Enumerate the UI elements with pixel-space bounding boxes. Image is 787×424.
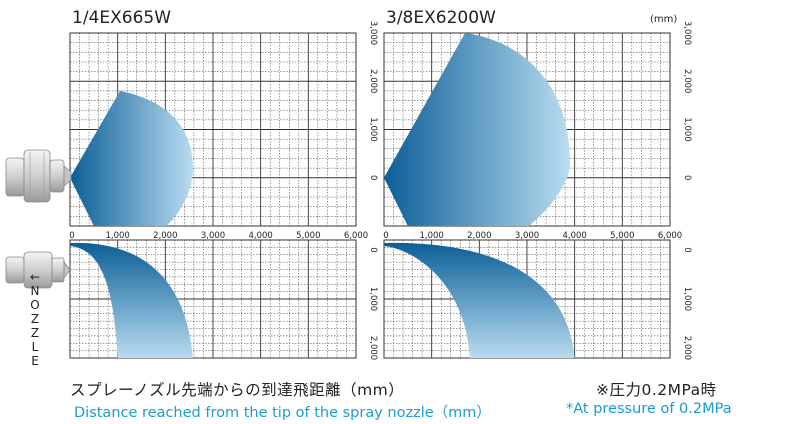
x-tick-label: 2,000 <box>467 231 491 241</box>
x-tick-label: 3,000 <box>515 231 539 241</box>
x-tick-label: 6,000 <box>658 231 682 241</box>
x-tick-label: 5,000 <box>296 231 320 241</box>
x-tick-label: 3,000 <box>201 231 225 241</box>
side-y-tick-label: 3,000 <box>682 21 692 45</box>
side-y-tick-label: 1,000 <box>368 117 378 141</box>
x-tick-label: 1,000 <box>419 231 443 241</box>
front-y-tick-label: 2,000 <box>682 336 692 360</box>
front-y-tick-label: 1,000 <box>682 287 692 311</box>
x-tick-label: 6,000 <box>344 231 368 241</box>
front-y-tick-label: 1,000 <box>368 287 378 311</box>
footer-pressure-jp: ※圧力0.2MPa時 <box>596 381 717 399</box>
x-tick-label: 1,000 <box>105 231 129 241</box>
x-tick-label: 2,000 <box>153 231 177 241</box>
x-tick-label: 0 <box>69 231 74 241</box>
x-tick-label: 4,000 <box>562 231 586 241</box>
side-y-tick-label: 1,000 <box>682 117 692 141</box>
panel-title-left: 1/4EX665W <box>72 8 172 28</box>
footer-distance-jp: スプレーノズル先端からの到達飛距離（mm） <box>70 381 405 399</box>
side-y-tick-label: 3,000 <box>368 21 378 45</box>
side-y-tick-label: 0 <box>368 175 378 180</box>
side-y-tick-label: 0 <box>682 175 692 180</box>
nozzle-side-icon <box>5 149 72 203</box>
front-spray-shape-0 <box>70 242 193 358</box>
footer-pressure-en: *At pressure of 0.2MPa <box>566 401 732 417</box>
x-tick-label: 4,000 <box>248 231 272 241</box>
footer-distance-en: Distance reached from the tip of the spr… <box>74 405 491 421</box>
side-y-tick-label: 2,000 <box>368 69 378 93</box>
nozzle-front-icon <box>5 251 71 289</box>
front-y-tick-label: 2,000 <box>368 336 378 360</box>
front-y-tick-label: 0 <box>682 247 692 252</box>
side-spray-shape-1 <box>384 33 570 226</box>
x-tick-label: 0 <box>383 231 388 241</box>
side-y-tick-label: 2,000 <box>682 69 692 93</box>
front-y-tick-label: 0 <box>368 247 378 252</box>
front-spray-shape-1 <box>384 242 575 358</box>
arrow-left-icon: ← <box>29 270 41 284</box>
nozzle-direction-label: ← N O Z Z L E <box>29 270 41 368</box>
x-tick-label: 5,000 <box>610 231 634 241</box>
side-spray-shape-0 <box>70 90 193 227</box>
unit-label: (mm) <box>650 14 678 25</box>
panel-title-right: 3/8EX6200W <box>386 8 496 28</box>
